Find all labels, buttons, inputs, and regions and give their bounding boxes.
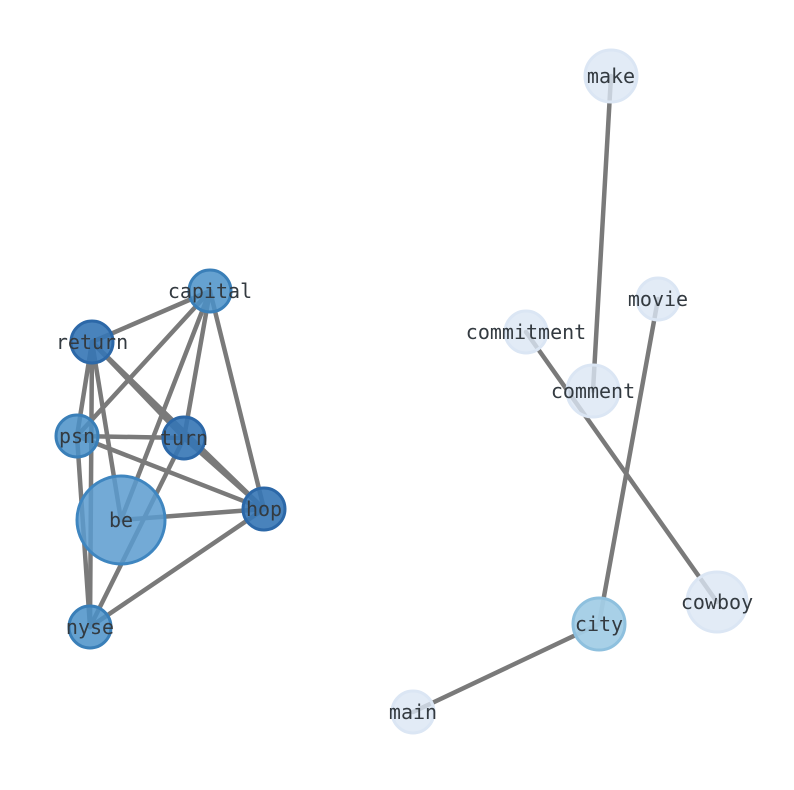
node-label-turn: turn xyxy=(160,426,208,450)
node-nyse xyxy=(67,604,113,650)
node-layer xyxy=(54,48,749,735)
node-be xyxy=(75,474,167,566)
node-label-make: make xyxy=(587,64,635,88)
node-label-commitment: commitment xyxy=(466,320,586,344)
edge-capital-psn xyxy=(74,288,213,439)
node-label-movie: movie xyxy=(628,287,688,311)
node-label-capital: capital xyxy=(168,279,252,303)
edge-capital-turn xyxy=(181,288,213,441)
edge-hop-nyse xyxy=(87,506,267,630)
label-layer: make movie commitment comment cowboy city main… xyxy=(56,64,753,724)
node-label-psn: psn xyxy=(59,424,95,448)
node-city xyxy=(571,596,627,652)
node-make xyxy=(583,48,639,104)
edge-city-main xyxy=(410,621,602,715)
edge-movie-city xyxy=(596,296,661,627)
node-label-main: main xyxy=(389,700,437,724)
edge-psn-hop xyxy=(74,433,267,512)
node-label-return: return xyxy=(56,330,128,354)
node-comment xyxy=(565,363,621,419)
node-commitment xyxy=(503,309,549,355)
edge-make-comment xyxy=(590,73,614,394)
node-turn xyxy=(161,415,207,461)
node-cowboy xyxy=(685,570,749,634)
node-hop xyxy=(241,486,287,532)
edge-return-nyse xyxy=(87,339,95,630)
edge-capital-hop xyxy=(207,288,267,512)
node-movie xyxy=(635,276,681,322)
node-label-hop: hop xyxy=(246,497,282,521)
node-label-cowboy: cowboy xyxy=(681,590,753,614)
node-return xyxy=(69,319,115,365)
node-label-be: be xyxy=(109,508,133,532)
node-capital xyxy=(187,268,233,314)
node-psn xyxy=(54,413,100,459)
node-label-nyse: nyse xyxy=(66,615,114,639)
edge-commitment-cowboy xyxy=(523,329,720,605)
node-main xyxy=(390,689,436,735)
node-label-city: city xyxy=(575,612,623,636)
node-label-comment: comment xyxy=(551,379,635,403)
